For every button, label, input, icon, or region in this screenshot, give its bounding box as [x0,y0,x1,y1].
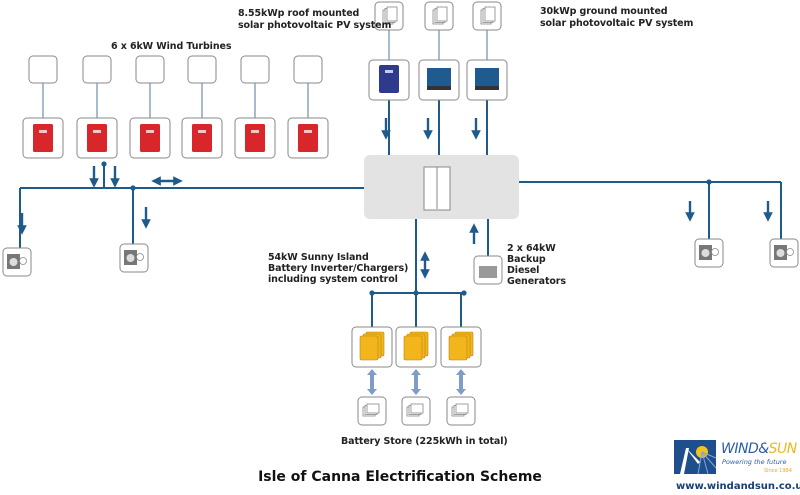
logo-brand: WIND&SUN [721,441,797,457]
inverter-base [427,86,451,90]
junction-dot [706,179,712,185]
diesel-label-2: Backup [507,254,546,265]
flow-arrows [17,118,773,279]
roof-pv-label-1: 8.55kWp roof mounted [238,8,360,19]
wind-inverter-icon [298,124,318,152]
battery-cell [455,403,469,414]
battery-arrowheads [367,369,377,395]
battery-store-label: Battery Store (225kWh in total) [341,436,508,447]
battery-arrowheads [411,369,421,395]
inverter-display [146,130,154,133]
logo-since: Since 1984 [764,468,792,474]
household-load-icon [124,250,144,265]
solar-panel [436,6,448,22]
inverter-display [385,70,393,73]
wind-turbines-label: 6 x 6kW Wind Turbines [111,41,232,52]
ground-pv-label-2: solar photovoltaic PV system [540,18,694,29]
battery-arrowheads [456,369,466,395]
junction-dot [130,185,136,191]
machine-drum [126,254,135,262]
machine-drum [701,249,710,257]
light-bulb [136,253,144,261]
battery-inverter-icon [359,335,379,361]
solar-panel [386,6,398,22]
components [2,1,799,426]
wind-turbine-box [82,55,112,84]
wind-inverter-icon [245,124,265,152]
machine-drum [776,249,785,257]
solar-panel-icon [480,6,496,25]
household-load-icon [7,254,27,269]
solar-panel-icon [382,6,398,25]
diesel-generator-icon [479,266,497,278]
inverter-base [475,86,499,90]
wind-turbine-box [187,55,217,84]
junction-dot [461,290,467,296]
household-load-icon [699,245,719,260]
page-title: Isle of Canna Electrification Scheme [258,469,542,485]
wind-inverter-icon [33,124,53,152]
wind-turbine-box [293,55,323,84]
inverter-label-2: Battery Inverter/Chargers) [268,263,409,274]
battery-icon [451,403,469,417]
roof-pv-label-2: solar photovoltaic PV system [238,20,392,31]
wind-and-sun-logo [674,440,717,475]
inverter-display [304,130,312,133]
inverter-display [251,130,259,133]
logo-tagline: Powering the future [722,458,787,466]
wind-inverter-icon [192,124,212,152]
household-load-icon [774,245,794,260]
battery-icon [362,403,380,417]
light-bulb [19,257,27,265]
battery-inverter-icon [403,335,423,361]
inverter-label-3: including system control [268,274,398,285]
light-bulb [786,248,794,256]
junction-dot [101,161,107,167]
battery-inverter-icon [448,335,468,361]
inverter-display [93,130,101,133]
machine-drum [9,258,18,266]
diesel-label-1: 2 x 64kW [507,243,556,254]
inverter-label-1: 54kW Sunny Island [268,252,369,263]
battery-cell [410,403,424,414]
inverter-display [39,130,47,133]
wind-inverter-icon [87,124,107,152]
pv-inverter-icon [475,68,499,86]
wind-turbine-box [135,55,165,84]
battery-cell [366,403,380,414]
inverter-display [198,130,206,133]
light-bulb [711,248,719,256]
diesel-label-3: Diesel [507,265,540,276]
ground-pv-label-1: 30kWp ground mounted [540,6,668,17]
website-link[interactable]: www.windandsun.co.uk [676,481,800,492]
wind-inverter-icon [140,124,160,152]
diesel-label-4: Generators [507,276,566,287]
wind-turbine-box [28,55,58,84]
wind-turbine-box [240,55,270,84]
pv-inverter-icon [427,68,451,86]
pv-inverter-icon [379,65,399,93]
battery-icon [406,403,424,417]
solar-panel [484,6,496,22]
solar-panel-icon [432,6,448,25]
